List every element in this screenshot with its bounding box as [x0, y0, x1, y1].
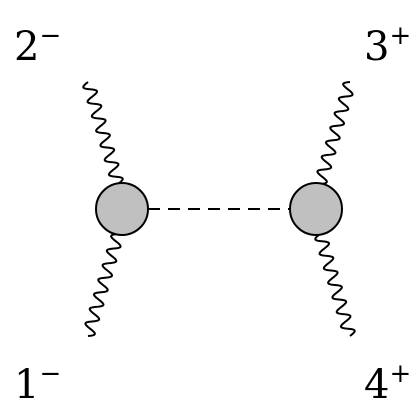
- photon-line-3: [316, 81, 354, 185]
- vertex-right: [289, 182, 343, 236]
- label-leg-3: 3+: [364, 21, 411, 70]
- photon-line-4: [314, 233, 356, 337]
- label-leg-1: 1−: [14, 359, 61, 408]
- photon-line-2: [82, 81, 124, 185]
- label-leg-2: 2−: [14, 21, 61, 70]
- label-leg-4: 4+: [364, 359, 411, 408]
- vertex-left: [95, 182, 149, 236]
- photon-line-1: [84, 233, 122, 337]
